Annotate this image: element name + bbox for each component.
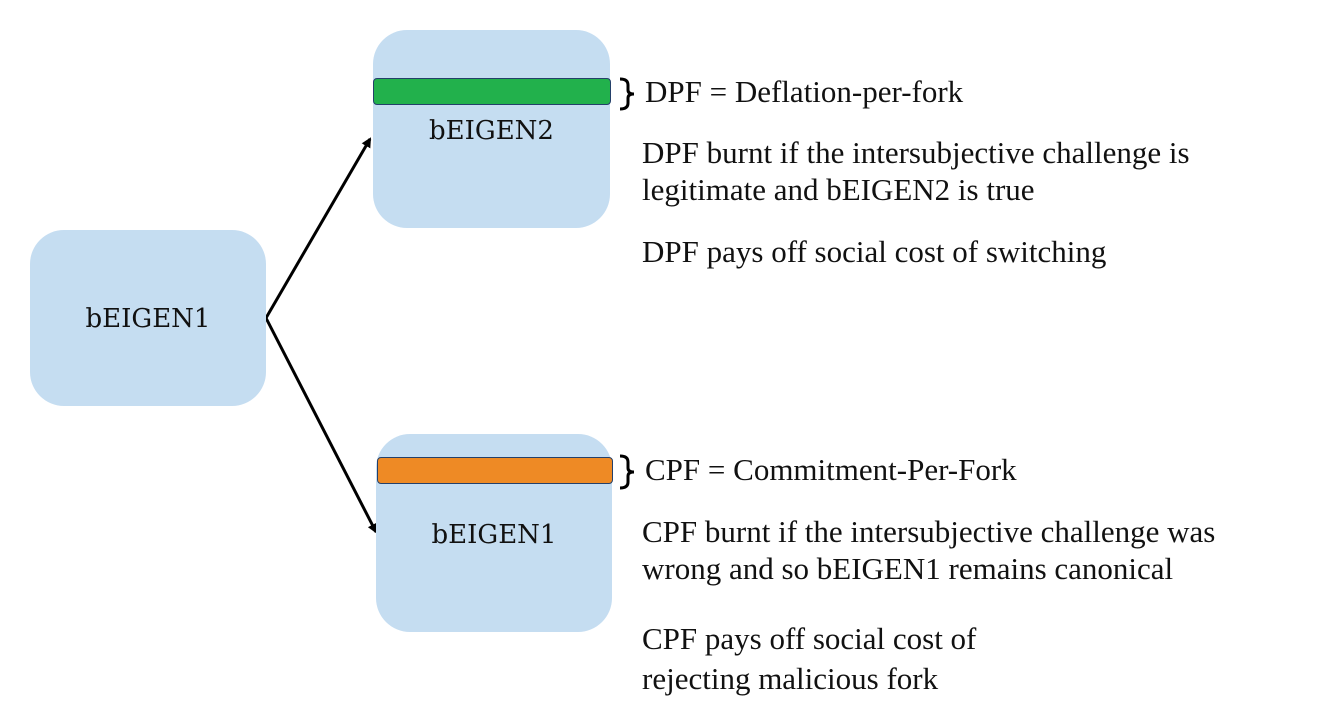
node-fork-top: bEIGEN2 (373, 30, 610, 228)
node-label: bEIGEN2 (429, 116, 554, 146)
node-source: bEIGEN1 (30, 230, 266, 406)
cpf-burn-line2: wrong and so bEIGEN1 remains canonical (642, 551, 1174, 586)
cpf-definition: CPF = Commitment-Per-Fork (645, 452, 1017, 487)
cpf-bar (377, 457, 613, 484)
arrow-to-bEIGEN1-fork (264, 317, 378, 534)
brace-dpf (619, 77, 635, 111)
dpf-definition: DPF = Deflation-per-fork (645, 74, 964, 109)
node-label: bEIGEN1 (431, 520, 557, 550)
dpf-payoff: DPF pays off social cost of switching (642, 234, 1107, 269)
cpf-burn-line1: CPF burnt if the intersubjective challen… (642, 514, 1216, 549)
cpf-payoff-line1: CPF pays off social cost of (642, 621, 977, 656)
brace-cpf (619, 454, 635, 490)
arrow-to-bEIGEN2 (264, 137, 372, 319)
dpf-bar (373, 78, 611, 105)
dpf-burn-line1: DPF burnt if the intersubjective challen… (642, 135, 1190, 170)
node-label: bEIGEN1 (85, 304, 211, 334)
dpf-burn-line2: legitimate and bEIGEN2 is true (642, 172, 1035, 207)
cpf-payoff-line2: rejecting malicious fork (642, 661, 939, 696)
